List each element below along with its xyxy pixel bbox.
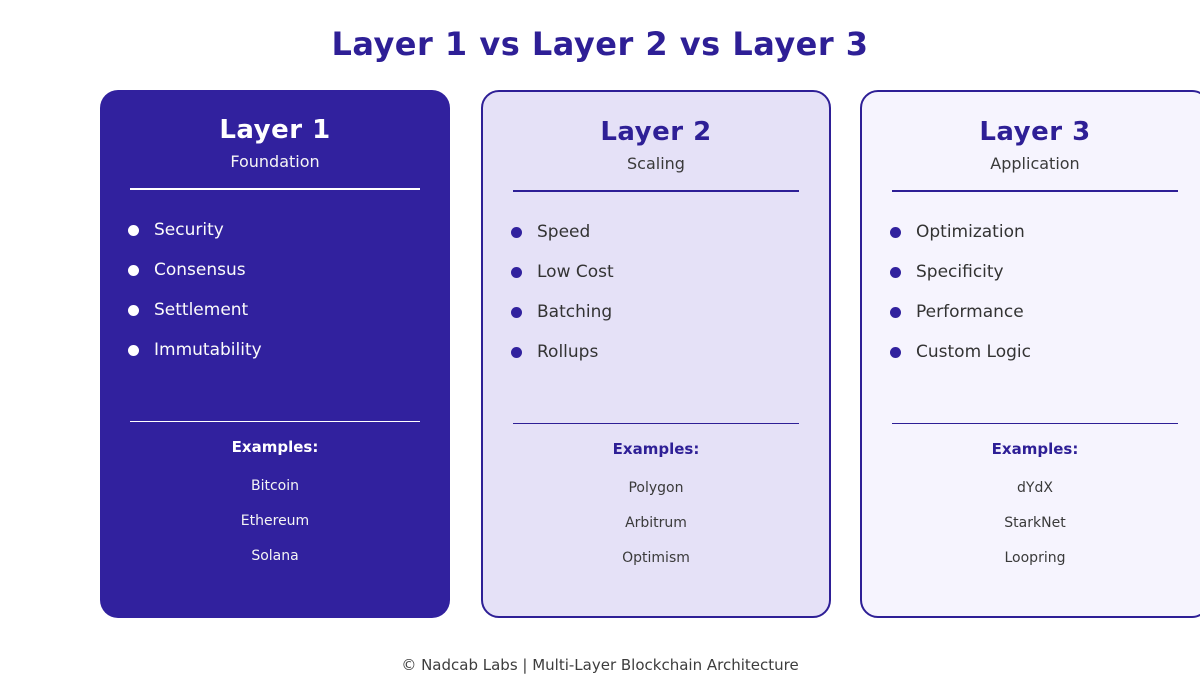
feature-label: Speed — [537, 222, 591, 242]
examples-list: Bitcoin Ethereum Solana — [100, 469, 450, 574]
bullet-icon — [128, 224, 139, 236]
bullet-icon — [128, 304, 139, 316]
bullet-icon — [890, 346, 901, 358]
feature-label: Optimization — [916, 222, 1025, 242]
examples-label: Examples: — [231, 438, 319, 456]
feature-item: Optimization — [890, 212, 1198, 252]
feature-label: Settlement — [154, 300, 249, 320]
example-item: Optimism — [622, 550, 690, 566]
card-layer-3-subtitle: Application — [990, 154, 1080, 173]
example-item: Loopring — [1004, 550, 1066, 566]
example-item: Solana — [251, 548, 299, 564]
feature-list: Security Consensus Settlement Immutabili… — [100, 190, 450, 370]
example-item: Ethereum — [240, 513, 310, 529]
bullet-icon — [128, 344, 139, 356]
card-layer-3: Layer 3 Application Optimization Specifi… — [860, 90, 1200, 618]
feature-label: Specificity — [916, 262, 1004, 282]
feature-item: Low Cost — [511, 252, 819, 292]
card-layer-2-subtitle: Scaling — [627, 154, 685, 173]
divider — [130, 188, 420, 190]
card-layer-1-subtitle: Foundation — [230, 152, 320, 171]
card-layer-2-title: Layer 2 — [600, 117, 712, 147]
bullet-icon — [511, 266, 522, 278]
card-layer-3-title: Layer 3 — [979, 117, 1091, 147]
example-item: StarkNet — [1004, 515, 1066, 531]
divider — [513, 423, 799, 424]
feature-list: Optimization Specificity Performance Cus… — [862, 192, 1200, 372]
feature-list: Speed Low Cost Batching Rollups — [483, 192, 829, 372]
examples-label: Examples: — [612, 440, 700, 458]
bullet-icon — [511, 226, 522, 238]
feature-item: Rollups — [511, 332, 819, 372]
page-title: Layer 1 vs Layer 2 vs Layer 3 — [331, 25, 869, 63]
examples-list: Polygon Arbitrum Optimism — [483, 471, 829, 576]
divider — [513, 190, 799, 192]
footer-credit: © Nadcab Labs | Multi-Layer Blockchain A… — [401, 656, 799, 674]
divider — [892, 190, 1178, 192]
bullet-icon — [890, 226, 901, 238]
feature-item: Performance — [890, 292, 1198, 332]
feature-label: Consensus — [154, 260, 246, 280]
feature-item: Consensus — [128, 250, 440, 290]
feature-label: Batching — [537, 302, 613, 322]
card-layer-2: Layer 2 Scaling Speed Low Cost Batching … — [481, 90, 831, 618]
feature-item: Immutability — [128, 330, 440, 370]
card-layer-1-title: Layer 1 — [219, 115, 331, 145]
feature-item: Settlement — [128, 290, 440, 330]
bullet-icon — [890, 306, 901, 318]
bullet-icon — [890, 266, 901, 278]
divider — [892, 423, 1178, 424]
feature-item: Custom Logic — [890, 332, 1198, 372]
example-item: dYdX — [1017, 480, 1053, 496]
feature-item: Speed — [511, 212, 819, 252]
feature-label: Performance — [916, 302, 1024, 322]
feature-item: Security — [128, 210, 440, 250]
feature-label: Security — [154, 220, 224, 240]
bullet-icon — [128, 264, 139, 276]
feature-label: Low Cost — [537, 262, 614, 282]
example-item: Bitcoin — [250, 478, 299, 494]
examples-list: dYdX StarkNet Loopring — [862, 471, 1200, 576]
example-item: Polygon — [628, 480, 684, 496]
divider — [130, 421, 420, 422]
feature-label: Rollups — [537, 342, 599, 362]
feature-item: Specificity — [890, 252, 1198, 292]
feature-label: Immutability — [154, 340, 262, 360]
bullet-icon — [511, 346, 522, 358]
bullet-icon — [511, 306, 522, 318]
examples-label: Examples: — [991, 440, 1079, 458]
feature-item: Batching — [511, 292, 819, 332]
example-item: Arbitrum — [625, 515, 687, 531]
feature-label: Custom Logic — [916, 342, 1031, 362]
card-layer-1: Layer 1 Foundation Security Consensus Se… — [100, 90, 450, 618]
